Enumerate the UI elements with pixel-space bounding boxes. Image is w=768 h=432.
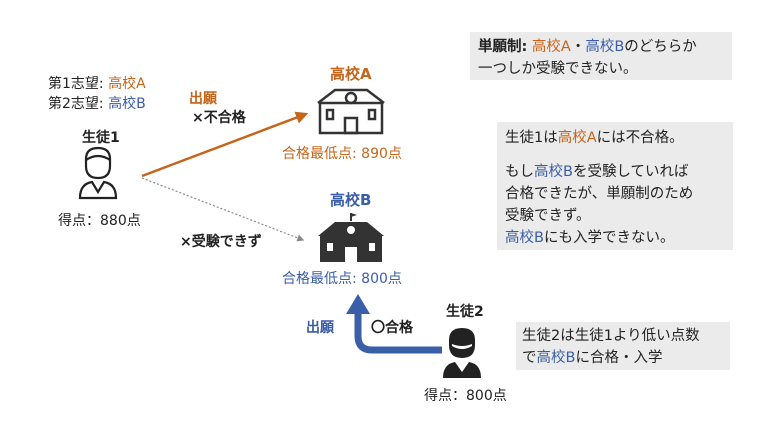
rule-box bbox=[470, 32, 732, 80]
school-b-icon bbox=[318, 213, 384, 262]
school-b-min-score: 合格最低点: 800点 bbox=[282, 271, 402, 287]
rule-line-2: 一つしか受験できない。 bbox=[478, 61, 638, 77]
explain-line-4: 受験できず。 bbox=[505, 208, 591, 224]
s2box-l2-post: に合格・入学 bbox=[575, 350, 663, 366]
apply-arrow-student2-head bbox=[346, 294, 370, 314]
student2-name: 生徒2 bbox=[446, 304, 484, 320]
student2-score: 得点：800点 bbox=[424, 388, 507, 404]
choice1-school: 高校A bbox=[108, 76, 146, 92]
school-a-icon bbox=[317, 88, 385, 135]
explain-l2-school: 高校B bbox=[534, 164, 573, 180]
explain-l1-post: には不合格。 bbox=[596, 130, 684, 146]
rule-sep: ・ bbox=[570, 39, 586, 55]
explain-l5-school: 高校B bbox=[505, 230, 544, 246]
rule-line1-rest: のどちらか bbox=[624, 39, 697, 55]
student2-apply-label: 出願 bbox=[306, 320, 334, 336]
student1-choice2: 第2志望: 高校B bbox=[48, 93, 146, 113]
apply-arrow-student2 bbox=[354, 312, 442, 354]
rule-school-b: 高校B bbox=[585, 39, 625, 55]
student1-icon bbox=[78, 146, 118, 200]
s2box-l2-pre: で bbox=[522, 350, 537, 366]
rule-school-a: 高校A bbox=[531, 39, 571, 55]
school-a-min-score: 合格最低点: 890点 bbox=[282, 146, 402, 162]
student1-score: 得点：880点 bbox=[58, 213, 141, 229]
explain-line-5: 高校Bにも入学できない。 bbox=[505, 227, 674, 249]
explain-l2-pre: もし bbox=[505, 164, 534, 180]
student2-box-line-1: 生徒2は生徒1より低い点数 bbox=[522, 328, 700, 344]
explain-l1-pre: 生徒1は bbox=[505, 130, 558, 146]
student1-choice1: 第1志望: 高校A bbox=[48, 73, 146, 93]
choice2-label: 第2志望: bbox=[48, 96, 104, 112]
explanation-box bbox=[497, 122, 733, 250]
student2-result: 〇合格 bbox=[371, 320, 413, 336]
explain-l1-school: 高校A bbox=[557, 130, 597, 146]
choice1-label: 第1志望: bbox=[48, 76, 104, 92]
rule-term: 単願制: bbox=[478, 39, 528, 55]
explain-l2-post: を受験していれば bbox=[572, 164, 689, 180]
not-taken-arrow-school-b bbox=[141, 177, 305, 242]
s2box-l2-school: 高校B bbox=[536, 350, 576, 366]
choice2-school: 高校B bbox=[108, 96, 146, 112]
arrow-a-result: ×不合格 bbox=[192, 110, 246, 126]
apply-arrow-school-a bbox=[141, 111, 309, 178]
student2-box bbox=[516, 322, 730, 370]
arrow-a-apply-label: 出願 bbox=[189, 91, 217, 107]
school-a-name: 高校A bbox=[330, 65, 372, 83]
explain-line-3: 合格できたが、単願制のため bbox=[505, 186, 694, 202]
student2-box-line-2: で高校Bに合格・入学 bbox=[522, 347, 662, 369]
rule-line-1: 単願制: 高校A・高校Bのどちらか bbox=[478, 36, 697, 58]
explain-line-1: 生徒1は高校Aには不合格。 bbox=[505, 127, 684, 149]
arrow-b-label: ×受験できず bbox=[180, 234, 262, 250]
school-b-name: 高校B bbox=[330, 191, 372, 209]
explain-l5-post: にも入学できない。 bbox=[543, 230, 675, 246]
student2-icon bbox=[443, 328, 481, 378]
student1-name: 生徒1 bbox=[82, 130, 120, 146]
explain-line-2: もし高校Bを受験していれば bbox=[505, 161, 689, 183]
